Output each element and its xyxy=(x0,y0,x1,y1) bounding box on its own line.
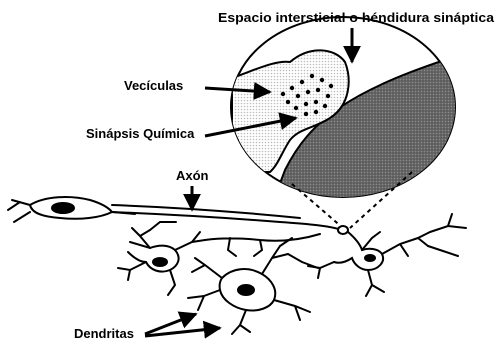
neuron-left xyxy=(8,197,342,230)
dendrites-label: Dendritas xyxy=(74,326,134,341)
axon-label: Axón xyxy=(176,168,209,183)
axon xyxy=(112,212,342,230)
synaptic-cleft-label: Espacio intersticial o héndidura sinápti… xyxy=(218,10,495,25)
neuron-lower xyxy=(188,238,318,334)
magnified-synapse xyxy=(231,17,460,210)
neuron-network xyxy=(8,197,466,334)
neuron-right xyxy=(308,226,430,296)
vesicles-label: Vecículas xyxy=(124,78,183,93)
chemical-synapse-label: Sinápsis Química xyxy=(86,126,195,141)
